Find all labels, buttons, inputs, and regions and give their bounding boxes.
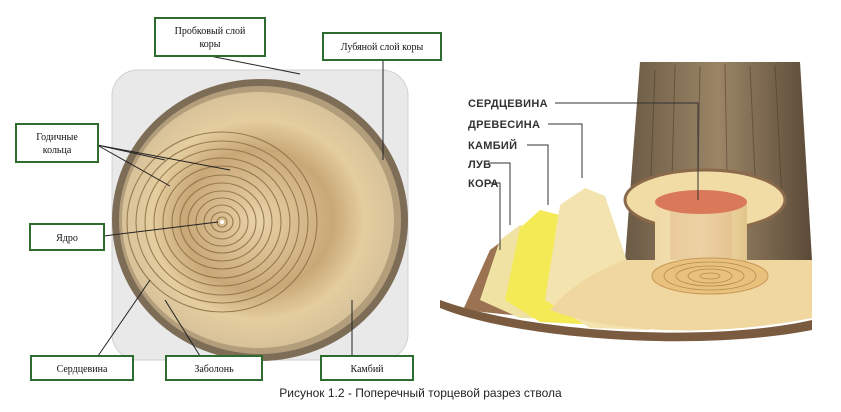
left-cross-section: Пробковый слой коры Лубяной слой коры Го… xyxy=(15,17,442,381)
figure-caption: Рисунок 1.2 - Поперечный торцевой разрез… xyxy=(279,386,562,400)
sapwood-area xyxy=(122,92,394,348)
layer-bark-bottom xyxy=(440,300,812,342)
label-rings-line1: Годичные xyxy=(36,132,78,143)
right-label-wood: ДРЕВЕСИНА xyxy=(468,119,540,131)
label-rings: Годичные кольца xyxy=(15,123,99,163)
right-leader-lines xyxy=(488,102,699,250)
label-bast-text: Лубяной слой коры xyxy=(341,42,424,53)
bark-texture xyxy=(649,63,783,201)
core-top xyxy=(655,190,747,214)
pith-dot xyxy=(220,220,224,224)
right-label-pith: СЕРДЦЕВИНА xyxy=(468,98,548,110)
label-core: Ядро xyxy=(29,223,105,251)
label-cambium-text: Камбий xyxy=(350,364,384,375)
label-rings-line2: кольца xyxy=(43,145,72,156)
label-cork-line2: коры xyxy=(199,39,220,50)
label-bast: Лубяной слой коры xyxy=(322,32,442,61)
label-cambium: Камбий xyxy=(320,355,414,381)
right-label-bast: ЛУБ xyxy=(468,159,491,171)
leader-lines xyxy=(96,55,384,357)
label-core-text: Ядро xyxy=(56,233,78,244)
label-cork: Пробковый слой коры xyxy=(154,17,266,57)
label-pith-text: Сердцевина xyxy=(57,364,108,375)
label-sapwood: Заболонь xyxy=(165,355,263,381)
label-cork-line1: Пробковый слой xyxy=(175,26,246,37)
label-sapwood-text: Заболонь xyxy=(194,364,234,375)
right-trunk-illustration: СЕРДЦЕВИНА ДРЕВЕСИНА КАМБИЙ ЛУБ КОРА xyxy=(440,62,812,342)
ring-face-rings xyxy=(663,261,757,291)
wood-inner-shade xyxy=(670,202,732,260)
label-pith: Сердцевина xyxy=(30,355,134,381)
right-label-bark: КОРА xyxy=(468,178,499,190)
ring-face xyxy=(651,257,769,295)
right-label-cambium: КАМБИЙ xyxy=(468,139,517,152)
